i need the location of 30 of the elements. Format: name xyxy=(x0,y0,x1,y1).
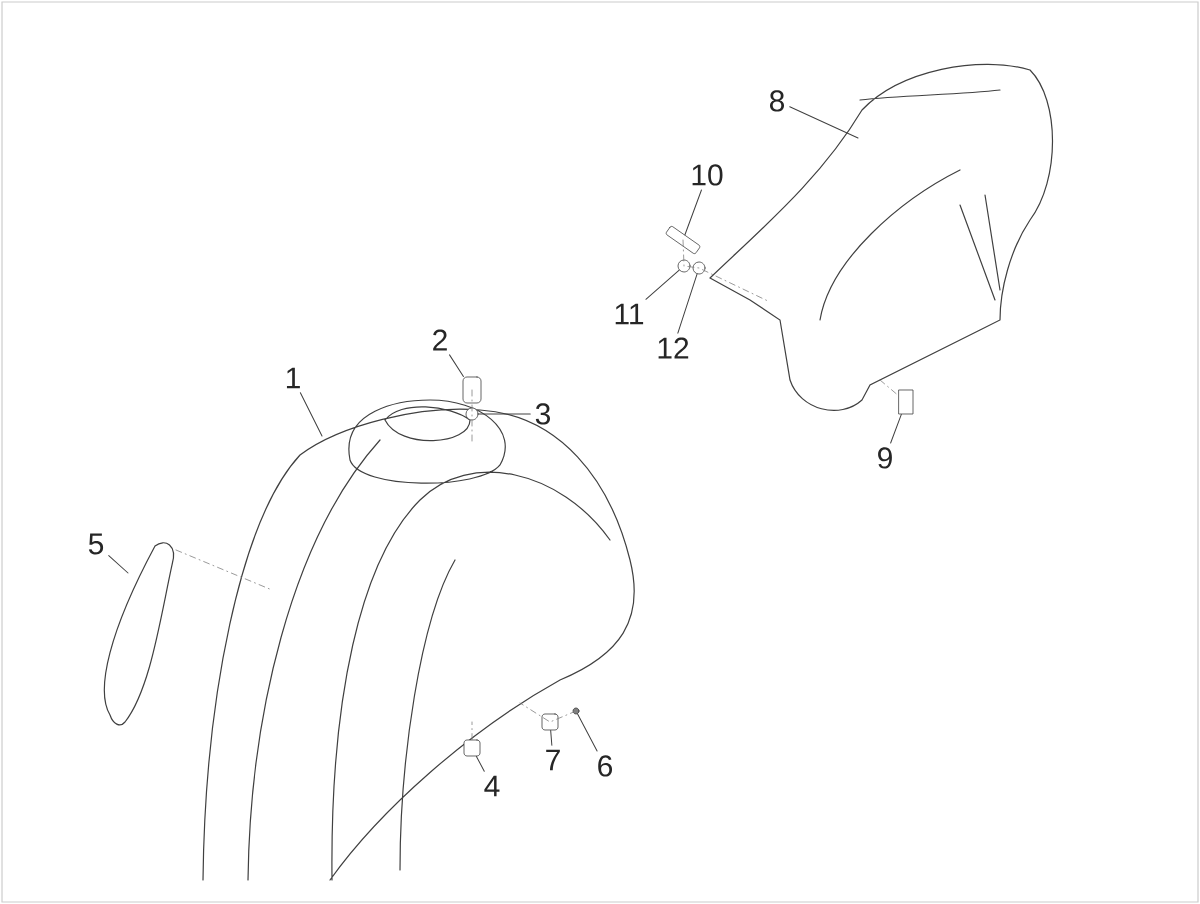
callout-number: 10 xyxy=(692,164,723,186)
washer-part xyxy=(692,261,706,275)
callout-number: 2 xyxy=(433,329,447,351)
leader-line xyxy=(477,413,531,415)
reflector-drawing xyxy=(103,542,175,726)
leader-line xyxy=(684,189,702,236)
leader-line xyxy=(449,354,464,378)
centre-line xyxy=(879,379,899,397)
leader-line xyxy=(108,555,129,574)
bolt-part xyxy=(665,225,701,255)
leader-line xyxy=(550,729,553,746)
leader-line xyxy=(890,413,902,444)
leader-line xyxy=(577,713,598,752)
centre-line xyxy=(471,721,473,740)
centre-line xyxy=(519,702,577,723)
front-fender-drawing xyxy=(202,399,635,881)
washer-part xyxy=(677,259,691,273)
leader-line xyxy=(299,392,323,437)
screw-part xyxy=(462,376,482,404)
callout-number: 12 xyxy=(658,337,689,359)
leader-line xyxy=(645,269,680,300)
callout-number: 9 xyxy=(878,447,892,469)
centre-line xyxy=(471,389,473,443)
callout-number: 5 xyxy=(88,533,104,555)
leader-line xyxy=(475,755,485,772)
centre-line xyxy=(175,549,273,591)
leader-line xyxy=(677,273,698,334)
leader-line xyxy=(789,106,859,139)
callout-number: 11 xyxy=(615,303,644,325)
callout-number: 1 xyxy=(286,367,300,389)
